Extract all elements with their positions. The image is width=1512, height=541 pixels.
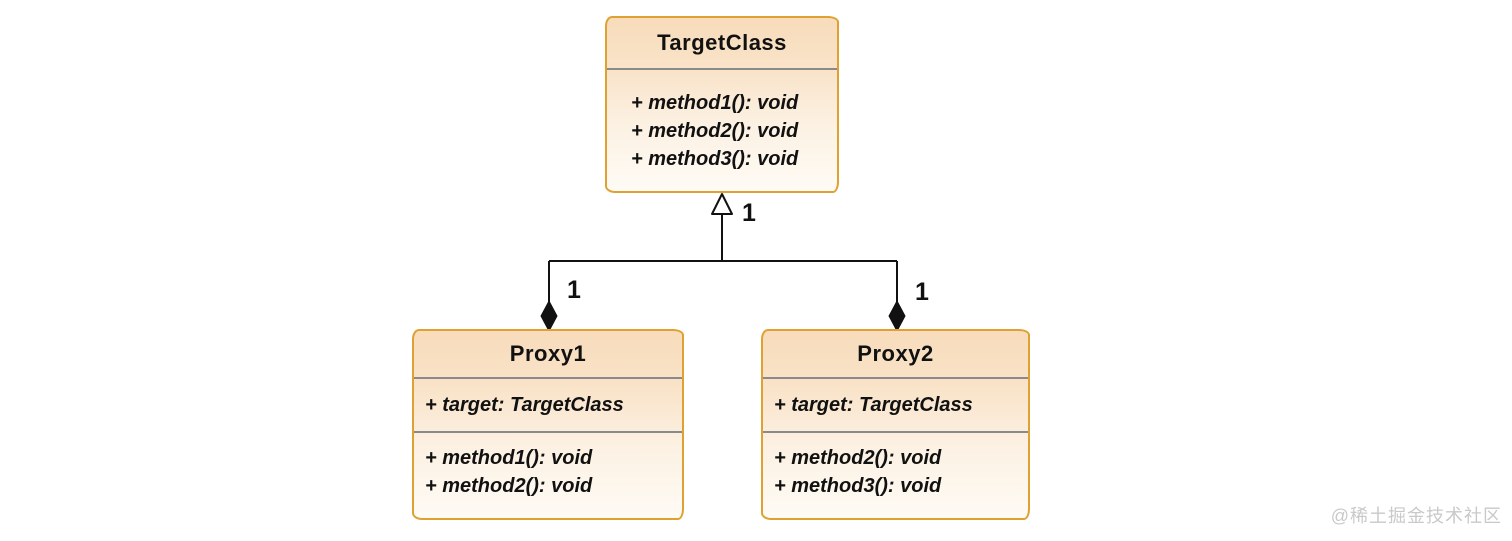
method-line: + method2(): void: [774, 446, 942, 469]
attributes-compartment-proxy2: + target: TargetClass: [763, 379, 1028, 433]
multiplicity-label-proxy1: 1: [567, 276, 581, 304]
method-line: + method3(): void: [774, 474, 942, 497]
attribute-line: + target: TargetClass: [774, 394, 973, 416]
class-title-proxy2: Proxy2: [763, 331, 1028, 379]
class-title-targetclass: TargetClass: [607, 18, 837, 70]
attribute-line: + target: TargetClass: [425, 394, 624, 416]
class-box-targetclass: TargetClass + method1(): void + method2(…: [605, 16, 839, 193]
methods-compartment-proxy1: + method1(): void + method2(): void: [414, 433, 682, 518]
methods-compartment-proxy2: + method2(): void + method3(): void: [763, 433, 1028, 518]
composition-diamond-proxy1: [540, 299, 558, 333]
class-box-proxy1: Proxy1 + target: TargetClass + method1()…: [412, 329, 684, 520]
method-line: + method1(): void: [631, 91, 799, 114]
inheritance-triangle-arrowhead: [711, 193, 733, 215]
watermark-text: @稀土掘金技术社区: [1330, 506, 1502, 526]
multiplicity-label-proxy2: 1: [915, 278, 929, 306]
class-title-proxy1: Proxy1: [414, 331, 682, 379]
method-line: + method2(): void: [425, 474, 593, 497]
attributes-compartment-proxy1: + target: TargetClass: [414, 379, 682, 433]
method-line: + method2(): void: [631, 119, 799, 142]
methods-compartment-targetclass: + method1(): void + method2(): void + me…: [607, 70, 837, 191]
method-line: + method1(): void: [425, 446, 593, 469]
class-box-proxy2: Proxy2 + target: TargetClass + method2()…: [761, 329, 1030, 520]
multiplicity-label-top: 1: [742, 199, 756, 227]
composition-diamond-proxy2: [888, 299, 906, 333]
method-line: + method3(): void: [631, 147, 799, 170]
